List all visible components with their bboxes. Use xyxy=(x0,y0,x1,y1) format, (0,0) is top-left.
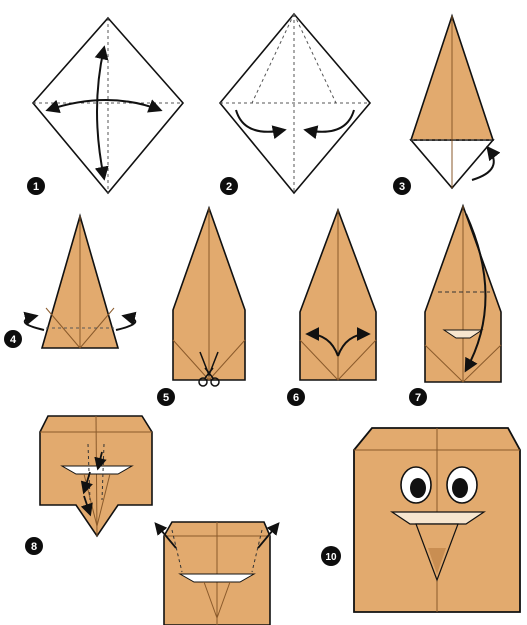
step-10-badge: 10 xyxy=(321,546,341,566)
step-8-diagram xyxy=(40,416,152,536)
step-5-number: 5 xyxy=(163,392,169,404)
step-8-number: 8 xyxy=(31,541,37,553)
step-3-diagram xyxy=(411,16,494,188)
step-3-number: 3 xyxy=(399,181,405,193)
step-2-diagram xyxy=(220,14,370,193)
step-6-badge: 6 xyxy=(287,388,305,406)
step-6-diagram xyxy=(300,210,376,380)
step-1-badge: 1 xyxy=(27,177,45,195)
step-4-number: 4 xyxy=(10,334,17,346)
step-7-number: 7 xyxy=(415,392,421,404)
step-3-badge: 3 xyxy=(393,177,411,195)
step-6-number: 6 xyxy=(293,392,299,404)
step-7-diagram xyxy=(425,206,501,382)
step-9-diagram xyxy=(156,522,278,625)
step-8-badge: 8 xyxy=(25,537,43,555)
step-2-number: 2 xyxy=(226,181,232,193)
step-10-number: 10 xyxy=(325,552,337,563)
step-4-badge: 4 xyxy=(4,330,22,348)
step-5-diagram xyxy=(173,208,245,386)
step-10-left-eye xyxy=(401,467,431,503)
step-1-number: 1 xyxy=(33,181,39,193)
step-7-badge: 7 xyxy=(409,388,427,406)
step-4-left-fold-arrow xyxy=(25,316,44,330)
step-4-diagram xyxy=(25,216,136,348)
step-10-right-eye xyxy=(447,467,477,503)
step-10-diagram xyxy=(354,428,520,612)
step-4-right-fold-arrow xyxy=(116,316,135,330)
step-2-badge: 2 xyxy=(220,177,238,195)
step-1-diagram xyxy=(33,18,183,193)
step-5-badge: 5 xyxy=(157,388,175,406)
